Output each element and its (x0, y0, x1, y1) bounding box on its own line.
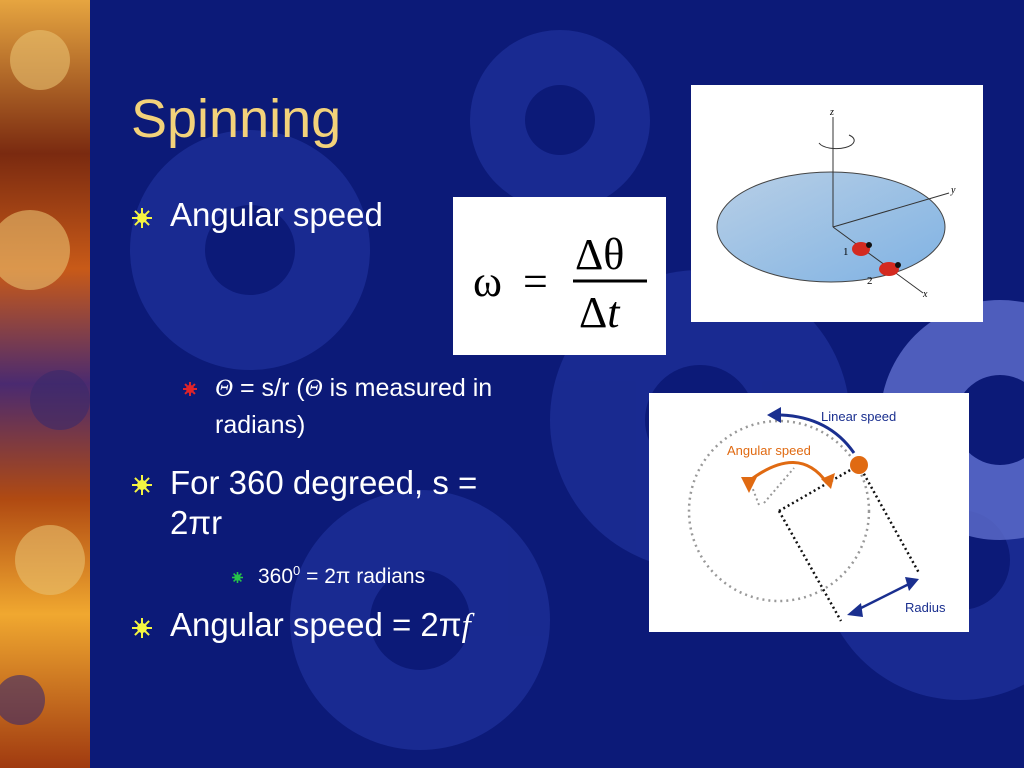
moving-point (850, 456, 868, 474)
ladybug-icon (852, 242, 872, 256)
y-axis (832, 192, 950, 228)
radians-degrees: 360 (258, 565, 294, 588)
theta-radians-text: is measured in radians) (215, 374, 493, 439)
disc (716, 171, 946, 283)
theta-eq-text: = s/r ( (233, 374, 305, 402)
bug2-label: 2 (867, 275, 873, 287)
arrowhead-icon (821, 473, 835, 489)
dotted-circle (687, 419, 871, 603)
bullet-angular-frequency: Angular speed = 2πf (132, 606, 471, 645)
frequency-symbol: f (461, 608, 471, 644)
bullet-text: For 360 degreed, s = 2πr (170, 464, 478, 541)
bullet-full-circle: For 360 degreed, s = 2πr (132, 463, 512, 543)
radians-text: = 2π radians (300, 565, 426, 588)
omega-symbol: ω (473, 257, 502, 306)
arrowhead-icon (767, 407, 781, 423)
arrowhead-icon (847, 603, 863, 617)
subsub-bullet-marker-icon (232, 572, 243, 583)
x-axis (832, 226, 924, 294)
sub-bullet-marker-icon (183, 382, 197, 396)
radius-label: Radius (905, 600, 946, 615)
angular-speed-arrow (748, 461, 829, 484)
formula-denominator-delta: Δ (579, 288, 607, 337)
svg-text:Δt: Δt (579, 288, 621, 337)
theta-symbol: Θ (215, 375, 234, 402)
formula-equals: = (523, 257, 548, 306)
angle-line (763, 467, 795, 504)
slide-title: Spinning (131, 89, 342, 149)
linear-speed-label: Linear speed (821, 409, 896, 424)
radians-sup: 0 (293, 563, 301, 578)
arrowhead-icon (741, 477, 757, 493)
linear-speed-arrow (780, 413, 856, 454)
bullet-marker-icon (132, 208, 152, 228)
theta-symbol-2: Θ (304, 375, 323, 402)
radius-guide (857, 464, 921, 574)
speed-circle-image: Linear speed Angular speed Radius (649, 393, 969, 632)
bullet-marker-icon (132, 618, 152, 638)
formula-denominator-t: t (607, 288, 621, 337)
bullet-text: Angular speed (170, 196, 383, 233)
x-label: x (922, 289, 928, 300)
y-label: y (950, 185, 956, 196)
rotating-disc-image: z y x 1 2 (691, 85, 983, 322)
ladybug-icon (879, 262, 901, 276)
bug1-label: 1 (843, 246, 849, 258)
omega-formula-image: ω = Δθ Δt (453, 197, 666, 355)
bullet-text: Angular speed = 2π (170, 606, 462, 643)
arrowhead-icon (905, 577, 919, 591)
angular-speed-label: Angular speed (727, 443, 811, 458)
bullet-theta-definition: Θ = s/r (Θ is measured in radians) (183, 370, 543, 443)
bullet-angular-speed: Angular speed (132, 196, 383, 234)
bullet-radians: 3600 = 2π radians (232, 563, 425, 589)
radius-arrow (854, 581, 912, 613)
radius-guide (777, 510, 843, 622)
rotation-arrow-icon (818, 134, 855, 150)
radius-line (778, 463, 860, 513)
formula-numerator: Δθ (575, 230, 624, 279)
z-label: z (829, 107, 834, 118)
bullet-marker-icon (132, 475, 152, 495)
